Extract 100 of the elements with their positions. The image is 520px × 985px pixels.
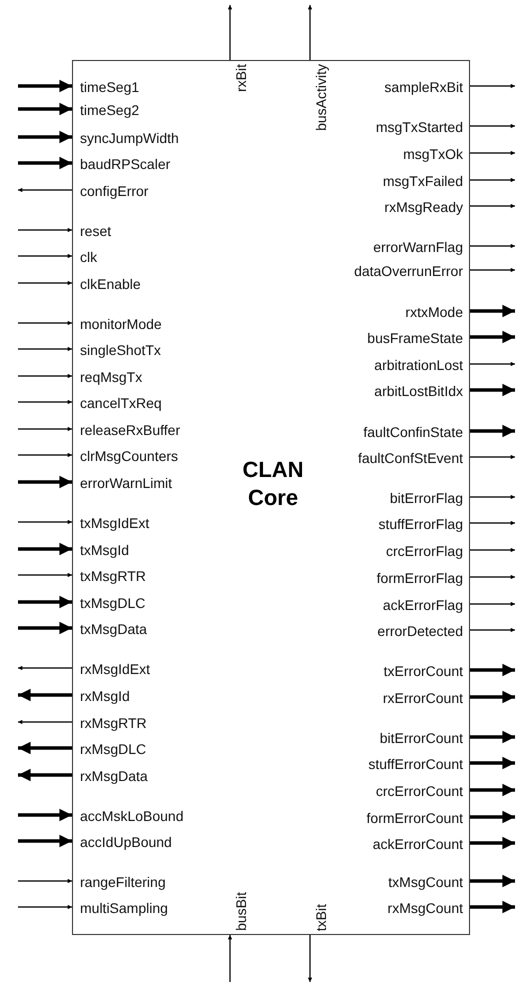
pin-label: rxtxMode <box>405 303 469 321</box>
pin-label: rxBit <box>233 61 249 92</box>
arrow <box>470 494 515 500</box>
arrow <box>470 362 515 366</box>
arrow <box>18 254 72 258</box>
pin-label: rangeFiltering <box>73 873 166 891</box>
pin-label: busActivity <box>313 61 329 131</box>
pin-label: arbitLostBitIdx <box>374 382 469 400</box>
pin-label: rxMsgReady <box>384 198 469 216</box>
arrow <box>18 228 72 232</box>
arrow <box>470 548 515 552</box>
arrow <box>18 878 72 884</box>
arrow <box>470 304 515 318</box>
pin-label: rxErrorCount <box>382 689 469 707</box>
arrow <box>470 756 515 770</box>
pin-label: cancelTxReq <box>73 394 162 412</box>
core-block <box>72 60 470 935</box>
pin-label: ackErrorCount <box>372 835 469 853</box>
arrow <box>470 836 515 850</box>
pin-label: clrMsgCounters <box>73 447 178 465</box>
pin-label: busFrameState <box>367 329 469 347</box>
arrow <box>228 935 232 982</box>
arrow <box>18 374 72 378</box>
arrow <box>18 542 72 556</box>
arrow <box>18 622 72 634</box>
pin-label: accIdUpBound <box>73 833 172 851</box>
arrow <box>470 874 515 888</box>
arrow <box>470 84 515 88</box>
pin-label: msgTxFailed <box>382 172 469 190</box>
arrow <box>18 188 72 192</box>
pin-label: formErrorCount <box>366 809 469 827</box>
arrow <box>470 520 515 526</box>
arrow <box>470 664 515 676</box>
pin-label: errorWarnLimit <box>73 474 172 492</box>
pin-label: faultConfinState <box>363 423 469 441</box>
arrow <box>18 346 72 352</box>
pin-label: timeSeg2 <box>73 101 140 119</box>
pin-label: txMsgIdExt <box>73 514 150 532</box>
arrow <box>470 810 515 824</box>
arrow <box>18 130 72 144</box>
arrow <box>308 935 312 982</box>
pin-label: txMsgCount <box>388 873 469 891</box>
arrow <box>308 5 312 60</box>
pin-label: rxMsgCount <box>388 899 469 917</box>
arrow <box>470 244 515 248</box>
arrow <box>18 520 72 524</box>
arrow <box>470 384 515 396</box>
pin-label: crcErrorCount <box>376 782 469 800</box>
pin-label: errorDetected <box>377 622 469 640</box>
arrow <box>470 178 515 182</box>
arrow <box>470 602 515 606</box>
arrow <box>470 730 515 744</box>
arrow <box>228 5 232 60</box>
pin-label: baudRPScaler <box>73 155 170 173</box>
arrow <box>470 454 515 460</box>
arrow <box>470 690 515 704</box>
arrow <box>18 808 72 822</box>
arrow <box>18 280 72 286</box>
arrow <box>18 834 72 848</box>
arrow <box>470 900 515 914</box>
arrow <box>18 426 72 432</box>
arrow <box>18 666 72 670</box>
arrow <box>470 150 515 156</box>
pin-label: singleShotTx <box>73 341 161 359</box>
arrow <box>470 784 515 796</box>
pin-label: txMsgRTR <box>73 567 146 585</box>
arrow <box>18 742 72 754</box>
arrow <box>18 768 72 782</box>
block-title: CLAN Core <box>241 456 305 512</box>
arrow <box>470 330 515 344</box>
arrow <box>18 400 72 404</box>
arrow <box>18 320 72 326</box>
pin-label: rxMsgDLC <box>73 740 146 758</box>
pin-label: txMsgId <box>73 541 130 559</box>
pin-label: arbitrationLost <box>374 356 469 374</box>
pin-label: busBit <box>233 892 249 934</box>
pin-label: syncJumpWidth <box>73 129 179 147</box>
pin-label: accMskLoBound <box>73 807 184 825</box>
pin-label: sampleRxBit <box>384 78 469 96</box>
arrow <box>18 720 72 724</box>
arrow <box>18 476 72 488</box>
pin-label: txBit <box>313 904 329 934</box>
pin-label: stuffErrorCount <box>368 755 469 773</box>
pin-label: rxMsgId <box>73 687 130 705</box>
pin-label: msgTxOk <box>403 145 469 163</box>
arrow <box>18 452 72 458</box>
pin-label: multiSampling <box>73 899 168 917</box>
pin-label: clkEnable <box>73 275 141 293</box>
pin-label: rxMsgData <box>73 767 148 785</box>
arrow <box>470 268 515 272</box>
pin-label: timeSeg1 <box>73 78 140 96</box>
arrow <box>18 904 72 910</box>
pin-label: rxMsgIdExt <box>73 660 150 678</box>
pin-label: dataOverrunError <box>354 262 469 280</box>
pin-label: msgTxStarted <box>376 118 469 136</box>
pin-label: stuffErrorFlag <box>378 515 469 533</box>
pin-label: formErrorFlag <box>376 569 469 587</box>
pin-label: errorWarnFlag <box>373 238 469 256</box>
arrow <box>18 596 72 608</box>
arrow <box>18 80 72 92</box>
